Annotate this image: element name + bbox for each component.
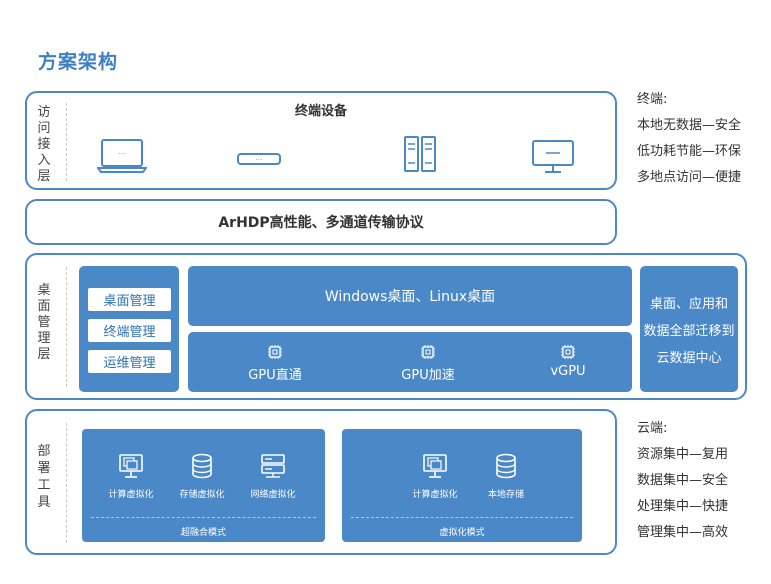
divider <box>91 517 316 518</box>
protocol-panel: ArHDP高性能、多通道传输协议 <box>25 199 617 245</box>
vgpu: vGPU <box>518 344 618 379</box>
laptop-icon: ··· <box>96 138 148 178</box>
gpu-box: GPU直通 GPU加速 vGPU <box>188 332 632 392</box>
virtualization-box: 计算虚拟化 本地存储 虚拟化模式 <box>342 429 582 542</box>
thin-client-icon: ··· <box>237 151 281 170</box>
storage-virt-item: 存储虚拟化 <box>162 453 242 500</box>
terminal-notes-heading: 终端: <box>637 92 668 107</box>
storage-virt-label: 存储虚拟化 <box>179 490 225 500</box>
divider <box>351 517 573 518</box>
compute-virt-item: 计算虚拟化 <box>91 453 171 500</box>
gpu-passthrough: GPU直通 <box>225 344 325 383</box>
svg-text:···: ··· <box>256 156 263 164</box>
page-title: 方案架构 <box>38 51 119 73</box>
deploy-tools-panel: 部署工具 计算虚拟化 存储虚拟化 <box>25 409 617 555</box>
gpu-passthrough-label: GPU直通 <box>248 368 302 383</box>
hyperconverged-box: 计算虚拟化 存储虚拟化 网络虚拟化 超融合模式 <box>82 429 325 542</box>
cloud-note-line: 资源集中—复用 <box>637 447 729 462</box>
migration-line: 桌面、应用和 <box>649 296 728 312</box>
desktop-layer-panel: 桌面管理层 桌面管理 终端管理 运维管理 Windows桌面、Linux桌面 G… <box>25 253 747 400</box>
network-virt-item: 网络虚拟化 <box>233 453 313 500</box>
cloud-notes: 云端: 资源集中—复用 数据集中—安全 处理集中—快捷 管理集中—高效 <box>637 416 728 546</box>
storage-db-icon <box>496 453 516 479</box>
cloud-note-line: 管理集中—高效 <box>637 525 729 540</box>
local-storage-item: 本地存储 <box>466 453 546 500</box>
gpu-acceleration-label: GPU加速 <box>401 368 455 383</box>
chip-icon <box>561 345 575 359</box>
os-desktop-label: Windows桌面、Linux桌面 <box>324 289 496 305</box>
terminal-notes: 终端: 本地无数据—安全 低功耗节能—环保 多地点访问—便捷 <box>637 87 741 191</box>
terminal-note-line: 多地点访问—便捷 <box>637 170 742 185</box>
virtualization-mode-label: 虚拟化模式 <box>439 528 485 538</box>
chip-icon <box>421 345 435 359</box>
access-layer-label: 访问接入层 <box>37 105 51 184</box>
divider <box>66 103 67 181</box>
vgpu-label: vGPU <box>550 364 586 379</box>
network-virt-label: 网络虚拟化 <box>250 490 296 500</box>
cloud-note-line: 数据集中—安全 <box>637 473 729 488</box>
deploy-tools-label: 部署工具 <box>37 444 51 510</box>
compute-virt-label: 计算虚拟化 <box>108 490 154 500</box>
gpu-acceleration: GPU加速 <box>378 344 478 383</box>
cloud-note-line: 处理集中—快捷 <box>637 499 729 514</box>
migration-line: 云数据中心 <box>656 350 722 366</box>
management-box: 桌面管理 终端管理 运维管理 <box>79 266 179 392</box>
migration-box: 桌面、应用和 数据全部迁移到 云数据中心 <box>640 266 738 392</box>
hyperconverged-mode-label: 超融合模式 <box>180 528 226 538</box>
terminal-management-item: 终端管理 <box>88 319 171 342</box>
os-desktop-box: Windows桌面、Linux桌面 <box>188 266 632 326</box>
desktop-management-item: 桌面管理 <box>88 288 171 311</box>
divider <box>66 267 67 387</box>
access-layer-panel: 访问接入层 终端设备 ··· ··· <box>25 91 617 190</box>
server-rack-icon <box>403 135 437 177</box>
cloud-notes-heading: 云端: <box>637 421 668 436</box>
migration-line: 数据全部迁移到 <box>643 323 735 339</box>
protocol-label: ArHDP高性能、多通道传输协议 <box>218 215 424 231</box>
divider <box>66 423 67 543</box>
ops-management-item: 运维管理 <box>88 350 171 373</box>
terminal-note-line: 低功耗节能—环保 <box>637 144 742 159</box>
svg-text:···: ··· <box>119 150 126 158</box>
compute-virt-item: 计算虚拟化 <box>395 453 475 500</box>
terminal-devices-title: 终端设备 <box>294 104 347 119</box>
terminal-note-line: 本地无数据—安全 <box>637 118 742 133</box>
monitor-icon <box>531 139 575 179</box>
network-server-icon <box>261 454 285 478</box>
compute-virt-label: 计算虚拟化 <box>412 490 458 500</box>
compute-monitor-icon <box>119 454 143 478</box>
desktop-layer-label: 桌面管理层 <box>37 283 51 362</box>
local-storage-label: 本地存储 <box>487 490 524 500</box>
compute-monitor-icon <box>423 454 447 478</box>
storage-db-icon <box>192 453 212 479</box>
chip-icon <box>268 345 282 359</box>
